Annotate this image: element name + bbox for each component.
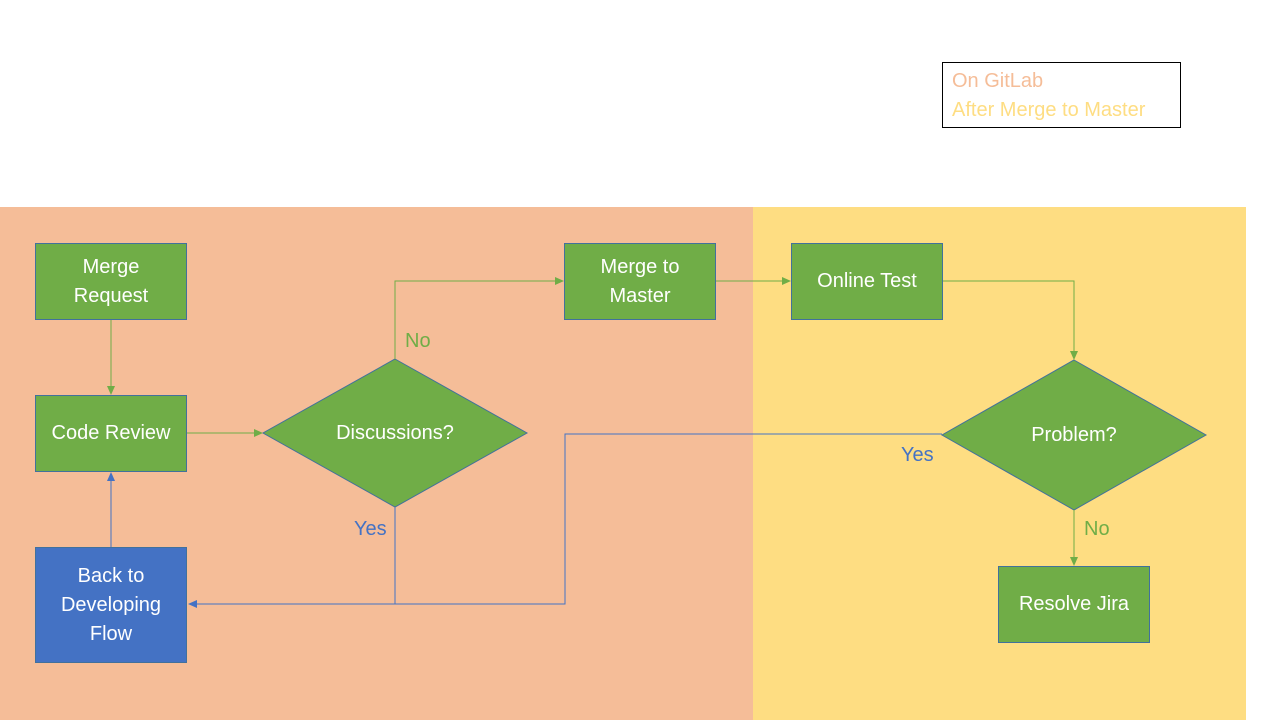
arrow-discussions-no-to-merge [394, 277, 564, 359]
merge-to-master-label: Merge to Master [600, 255, 680, 307]
arrow-online-test-to-problem [943, 280, 1078, 360]
resolve-jira-label: Resolve Jira [1018, 593, 1130, 615]
discussions-label: Discussions? [336, 421, 454, 444]
online-test-box: Online Test [791, 243, 943, 320]
back-to-developing-flow-box: Back to Developing Flow [35, 547, 187, 663]
back-to-developing-flow-label: Back to Developing Flow [60, 564, 162, 645]
discussions-no-label: No [405, 330, 431, 352]
online-test-label: Online Test [817, 270, 917, 292]
discussions-yes-label: Yes [354, 518, 387, 540]
code-review-label: Code Review [51, 422, 171, 444]
problem-yes-label: Yes [901, 444, 934, 466]
problem-label: Problem? [1031, 423, 1117, 446]
legend-item-gitlab: On GitLab [952, 70, 1044, 92]
arrow-problem-yes-to-back [395, 433, 942, 605]
merge-to-master-box: Merge to Master [564, 243, 716, 320]
merge-request-label: Merge Request [73, 255, 149, 307]
merge-request-box: Merge Request [35, 243, 187, 320]
legend: On GitLab After Merge to Master [942, 62, 1181, 128]
problem-no-label: No [1084, 518, 1110, 540]
code-review-box: Code Review [35, 395, 187, 472]
resolve-jira-box: Resolve Jira [998, 566, 1150, 643]
legend-item-after-merge: After Merge to Master [952, 99, 1146, 121]
